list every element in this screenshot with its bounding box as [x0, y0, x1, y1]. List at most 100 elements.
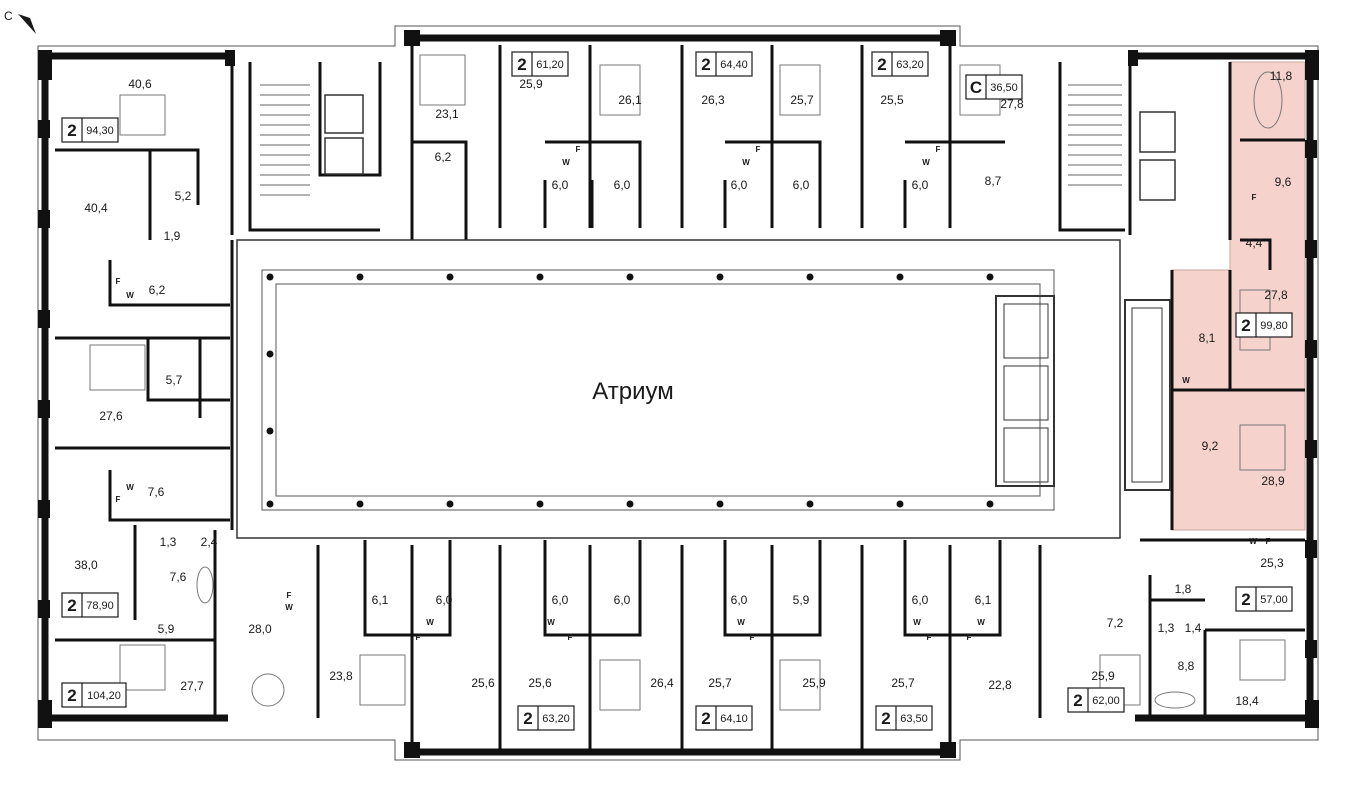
badge-area: 64,40 [720, 59, 748, 71]
badge-room-count: 2 [1241, 316, 1250, 335]
fridge-marker: F [967, 633, 972, 642]
badge-room-count: 2 [1241, 590, 1250, 609]
washer-marker: W [126, 483, 134, 492]
room-area-label: 23,8 [329, 669, 353, 683]
atrium-column [626, 500, 634, 508]
badge-room-count: 2 [1073, 691, 1082, 710]
room-area-label: 27,8 [1000, 97, 1024, 111]
washer-marker: W [922, 158, 930, 167]
atrium-column [536, 500, 544, 508]
room-area-label: 6,1 [372, 593, 389, 607]
room-area-label: 23,1 [435, 107, 459, 121]
badge-room-count: 2 [67, 686, 76, 705]
room-area-label: 28,9 [1261, 474, 1285, 488]
room-area-label: 27,8 [1264, 288, 1288, 302]
atrium-column [806, 500, 814, 508]
atrium-column [266, 500, 274, 508]
room-area-label: 22,8 [988, 678, 1012, 692]
room-area-label: 6,0 [912, 178, 929, 192]
room-area-label: 8,1 [1199, 331, 1216, 345]
room-area-label: 1,3 [1158, 621, 1175, 635]
room-area-label: 7,2 [1107, 616, 1124, 630]
washer-marker: W [913, 618, 921, 627]
room-area-label: 6,0 [552, 178, 569, 192]
fridge-marker: F [1266, 537, 1271, 546]
badge-area: 57,00 [1260, 594, 1288, 606]
room-area-label: 5,9 [158, 622, 175, 636]
room-area-label: 6,0 [614, 593, 631, 607]
room-area-label: 6,0 [436, 593, 453, 607]
atrium-column [356, 273, 364, 281]
room-area-label: 18,4 [1235, 694, 1259, 708]
room-area-label: 25,7 [790, 93, 814, 107]
north-compass: С [4, 9, 36, 34]
atrium-column [716, 500, 724, 508]
washer-marker: W [285, 603, 293, 612]
atrium-column [986, 273, 994, 281]
fridge-marker: F [287, 591, 292, 600]
fridge-marker: F [568, 633, 573, 642]
room-area-label: 6,2 [149, 283, 166, 297]
badge-room-count: 2 [881, 709, 890, 728]
badge-room-count: С [970, 78, 982, 97]
fridge-marker: F [927, 633, 932, 642]
room-area-label: 25,9 [802, 676, 826, 690]
building-outline [37, 25, 1319, 761]
badge-room-count: 2 [701, 709, 710, 728]
atrium-column [806, 273, 814, 281]
room-area-label: 25,5 [880, 93, 904, 107]
room-area-label: 26,1 [618, 93, 642, 107]
atrium-columns [266, 273, 994, 508]
room-area-label: 7,6 [170, 570, 187, 584]
badge-area: 104,20 [87, 690, 121, 702]
washer-marker: W [547, 618, 555, 627]
room-area-label: 2,4 [201, 535, 218, 549]
room-area-label: 8,8 [1178, 659, 1195, 673]
room-area-label: 6,0 [912, 593, 929, 607]
room-area-label: 4,4 [1246, 236, 1263, 250]
room-area-label: 6,0 [731, 593, 748, 607]
fridge-marker: F [750, 633, 755, 642]
room-area-label: 40,4 [84, 201, 108, 215]
atrium-column [716, 273, 724, 281]
badge-area: 63,50 [900, 713, 928, 725]
room-area-label: 27,7 [180, 679, 204, 693]
compass-arrow-icon [18, 14, 36, 34]
apartment-badge-apt-104-20[interactable]: 2 104,20 [61, 682, 127, 708]
atrium-column [266, 427, 274, 435]
room-area-label: 6,2 [435, 150, 452, 164]
washer-marker: W [742, 158, 750, 167]
badge-area: 64,10 [720, 713, 748, 725]
atrium-column [536, 273, 544, 281]
room-area-label: 11,8 [1270, 69, 1293, 83]
room-area-label: 6,0 [552, 593, 569, 607]
badge-area: 36,50 [990, 82, 1018, 94]
compass-label: С [4, 9, 13, 23]
atrium-column [986, 500, 994, 508]
atrium-column [896, 500, 904, 508]
exterior-piers [38, 30, 1319, 758]
atrium-column [896, 273, 904, 281]
badge-area: 63,20 [542, 713, 570, 725]
fridge-marker: F [1252, 193, 1257, 202]
room-area-label: 40,6 [128, 77, 152, 91]
washer-marker: W [426, 618, 434, 627]
atrium-title: Атриум [592, 378, 673, 405]
room-area-label: 26,3 [701, 93, 725, 107]
fridge-marker: F [116, 277, 121, 286]
apartment-badge-apt-36-50[interactable]: С 36,50 [965, 74, 1023, 100]
